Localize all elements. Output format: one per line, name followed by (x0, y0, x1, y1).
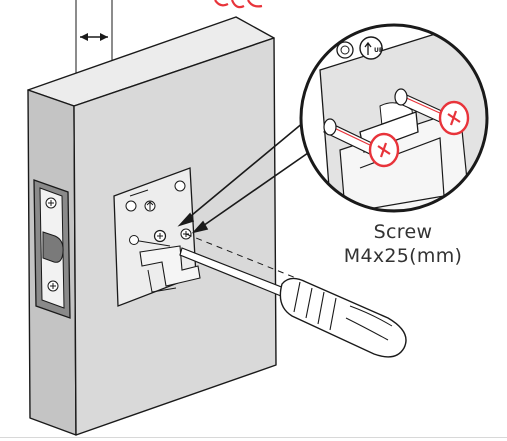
zoom-hole-icon (336, 41, 354, 59)
mounting-plate (113, 167, 201, 307)
latch-bolt (42, 231, 64, 263)
screw-spec-label: Screw M4x25(mm) (318, 220, 488, 268)
magnified-callout-border (299, 23, 489, 213)
screw-label-line1: Screw (373, 221, 433, 243)
latch-faceplate (33, 179, 71, 319)
screw-label-line2: M4x25(mm) (343, 245, 463, 267)
callout-arrows (177, 121, 319, 234)
plate-hole-icon (125, 200, 137, 212)
zoom-up-arrow-icon (359, 36, 383, 60)
red-title-fragment (214, 0, 263, 9)
screwdriver-icon (179, 247, 407, 358)
bottom-divider (0, 437, 507, 438)
magnified-callout: UP (299, 23, 489, 213)
plate-hole-icon-2 (174, 180, 186, 192)
zoom-up-text: UP (374, 47, 384, 54)
screwdriver-handle (279, 277, 407, 358)
plate-screw-left-icon (129, 235, 139, 245)
